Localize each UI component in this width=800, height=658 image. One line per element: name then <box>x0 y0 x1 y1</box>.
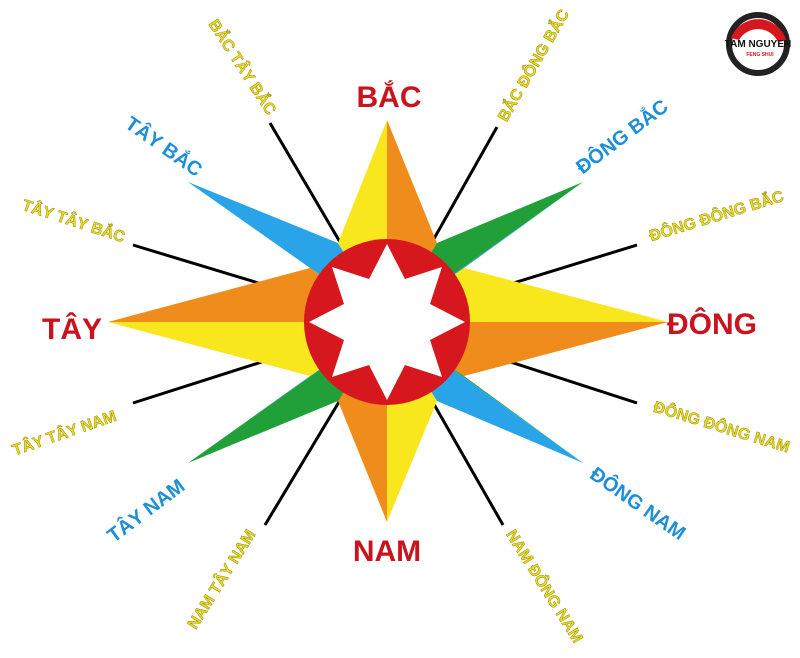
brand-logo: TAM NGUYEN FENG SHUI <box>725 12 791 76</box>
label-northeast: ĐÔNG BẮC <box>571 94 672 179</box>
logo-tagline: FENG SHUI <box>746 52 774 58</box>
logo-name: TAM NGUYEN <box>725 39 791 50</box>
label-southeast: ĐÔNG NAM <box>586 462 691 545</box>
label-nne: BẮC ĐÔNG BẮC <box>493 5 573 124</box>
label-ssw: NAM TÂY NAM <box>183 526 259 632</box>
label-nnw: BẮC TÂY BẮC <box>205 16 281 119</box>
label-south: NAM <box>353 535 421 568</box>
center-star <box>309 244 465 400</box>
label-east: ĐÔNG <box>667 307 757 341</box>
label-southwest: TÂY NAM <box>102 474 189 548</box>
label-ese: ĐÔNG ĐÔNG NAM <box>651 397 792 456</box>
label-northwest: TÂY BẮC <box>121 111 207 181</box>
label-ene: ĐÔNG ĐÔNG BẮC <box>647 186 786 245</box>
label-wsw: TÂY TÂY NAM <box>10 406 119 459</box>
label-west: TÂY <box>42 312 102 346</box>
logo-swoosh <box>731 19 786 42</box>
label-wnw: TÂY TÂY BẮC <box>20 195 128 246</box>
label-sse: NAM ĐÔNG NAM <box>502 526 587 646</box>
label-north: BẮC <box>357 80 422 114</box>
